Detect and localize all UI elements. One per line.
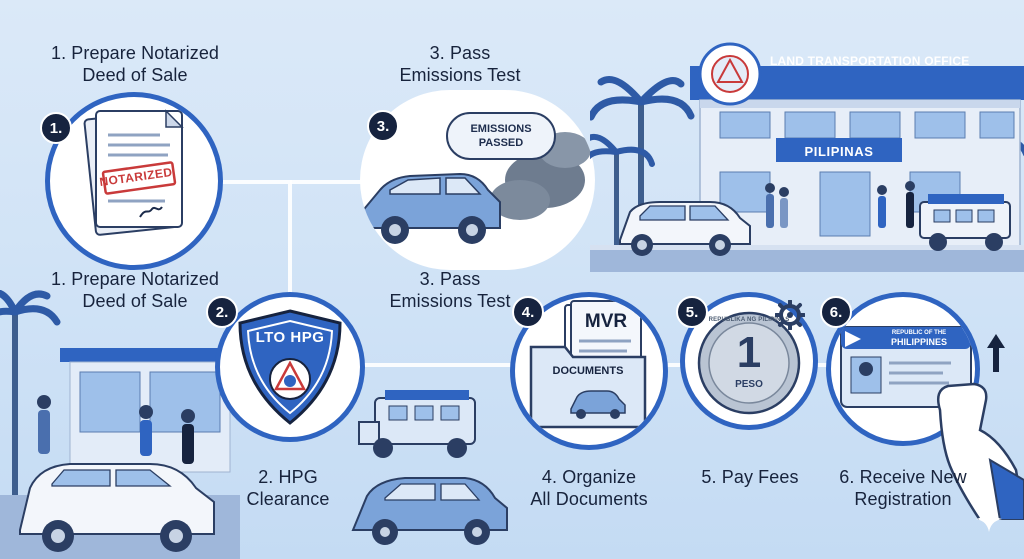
sparkle-icon	[976, 506, 1002, 532]
emissions-bubble: EMISSIONS PASSED	[446, 112, 556, 160]
step6-title: 6. Receive New Registration	[839, 467, 967, 509]
card-line1: REPUBLIC OF THE	[891, 330, 947, 336]
emissions-car-icon	[360, 132, 591, 244]
gear-icon	[775, 300, 805, 330]
kiosk-suv-illustration	[0, 290, 240, 559]
step1-title: 1. Prepare Notarized Deed of Sale	[50, 269, 220, 311]
card-header-text: REPUBLIC OF THE PHILIPPINES	[871, 329, 967, 347]
coin-unit: PESO	[735, 379, 763, 390]
step2-circle: LTO HPG	[215, 292, 365, 442]
jeepney-sedan-illustration	[351, 390, 508, 545]
step4-number-badge: 4.	[512, 296, 544, 328]
building-sign-text: PILIPINAS	[804, 144, 874, 159]
step2-title: 2. HPG Clearance	[246, 467, 330, 509]
emissions-bubble-line2: PASSED	[478, 137, 524, 149]
step5-title: 5. Pay Fees	[701, 467, 799, 487]
coin-text: REPUBLIKA NG PILIPINAS	[708, 317, 790, 323]
step6-number-badge: 6.	[820, 296, 852, 328]
left-street-scene	[0, 290, 240, 559]
step3-circle	[360, 90, 595, 270]
coin-value: 1	[736, 328, 762, 377]
step1-top-title: 1. Prepare Notarized Deed of Sale	[50, 43, 220, 85]
step5-number-badge: 5.	[676, 296, 708, 328]
hpg-badge-text: LTO HPG	[255, 329, 325, 346]
lto-building-scene: LAND TRANSPORTATION OFFICE PILIPINAS	[590, 40, 1024, 272]
step3-number-badge: 3.	[367, 110, 399, 142]
step1-number-badge: 1.	[40, 112, 72, 144]
step3-top-title: 3. Pass Emissions Test	[399, 43, 521, 85]
step4-title: 4. Organize All Documents	[530, 467, 648, 509]
lto-sign-text: LAND TRANSPORTATION OFFICE	[770, 54, 970, 68]
lto-building-illustration	[590, 42, 1024, 272]
step4-circle: MVR DOCUMENTS	[510, 292, 668, 450]
card-line2: PHILIPPINES	[890, 337, 947, 347]
documents-label: DOCUMENTS	[552, 365, 624, 377]
step3-title: 3. Pass Emissions Test	[389, 269, 511, 311]
middle-vehicles	[345, 380, 515, 555]
hpg-shield-icon	[238, 309, 342, 425]
arrow-up-icon	[987, 334, 1005, 372]
peso-coin-icon	[697, 311, 801, 415]
step1-circle: NOTARIZED	[45, 92, 223, 270]
documents-folder-icon	[529, 300, 647, 429]
mvr-label: MVR	[584, 311, 628, 332]
emissions-bubble-line1: EMISSIONS	[470, 123, 532, 135]
deed-document-icon	[83, 109, 184, 236]
step2-number-badge: 2.	[206, 296, 238, 328]
hand-icon	[937, 382, 1024, 520]
